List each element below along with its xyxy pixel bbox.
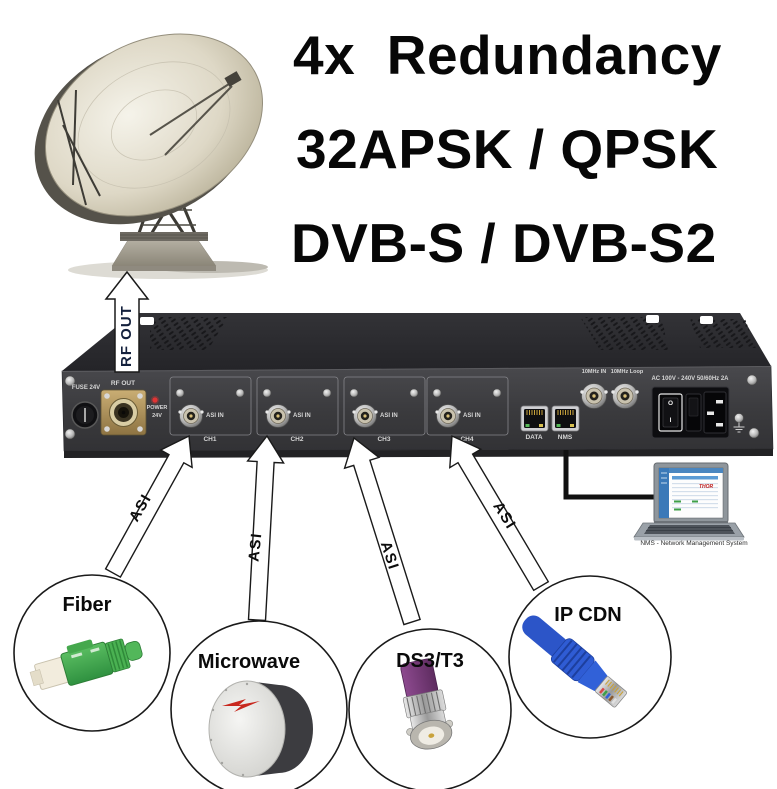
rack-ear-hole (763, 318, 775, 326)
rack-ear-hole (140, 317, 154, 325)
modulator-device (61, 313, 775, 458)
power-led-voltage-label: 24V (152, 413, 162, 419)
asi-arrow-ipcdn (449, 434, 550, 592)
source-label-microwave: Microwave (197, 651, 301, 673)
asi-arrow-fiber (104, 434, 193, 579)
ac-rating-label: AC 100V - 240V 50/60Hz 2A (651, 376, 729, 382)
rf-out-arrow (104, 270, 150, 373)
asi-in-label-ch4: ASI IN (463, 413, 481, 419)
channel-module-2 (256, 376, 339, 436)
asi-bnc-connector (265, 404, 291, 428)
nms-port (551, 405, 580, 432)
panel-screw (64, 374, 760, 440)
asi-in-label-ch1: ASI IN (206, 413, 224, 419)
asi-in-label-ch3: ASI IN (380, 413, 398, 419)
nms-cable (563, 450, 657, 500)
channel-modules (169, 376, 509, 436)
fuse-holder (71, 401, 99, 429)
fiber-connector-icon (29, 638, 143, 690)
data-port (520, 405, 549, 432)
channel-label-ch1: CH1 (203, 436, 217, 443)
ref-loop-bnc (611, 383, 639, 409)
antenna-logo (222, 699, 260, 712)
nms-laptop (633, 462, 745, 541)
source-label-ds3: DS3/T3 (396, 650, 464, 672)
bnc-connector-icon (400, 658, 454, 750)
channel-module-3 (343, 376, 426, 436)
channel-module-1 (169, 376, 252, 436)
headline-line-3: DVB-S / DVB-S2 (291, 212, 717, 274)
power-led-label: POWER (146, 405, 168, 411)
rf-out-connector (100, 389, 147, 436)
fuse-label: FUSE 24V (71, 385, 101, 391)
asi-bnc-connector (435, 404, 461, 428)
source-label-fiber: Fiber (62, 594, 112, 616)
nms-caption: NMS - Network Management System (640, 540, 748, 547)
asi-bnc-connector (352, 404, 378, 428)
ethernet-cable-icon (522, 615, 628, 708)
power-led (150, 395, 160, 405)
microwave-antenna-icon (208, 680, 313, 778)
headline-line-2: 32APSK / QPSK (296, 118, 719, 180)
channel-label-ch3: CH3 (377, 436, 391, 443)
ac-inlet-module (651, 386, 730, 439)
power-switch-on-label: I (669, 417, 672, 424)
channel-module-4 (426, 376, 509, 436)
nms-screen-brand: THOR (699, 484, 714, 490)
rack-ear-hole (646, 315, 659, 323)
data-port-label: DATA (525, 434, 543, 441)
asi-arrow-ds3 (343, 436, 421, 626)
nms-port-label: NMS (557, 434, 573, 441)
satellite-dish (34, 33, 268, 279)
ground-screw (733, 413, 745, 433)
ref-loop-label: 10MHz Loop (610, 369, 644, 375)
channel-label-ch4: CH4 (460, 436, 474, 443)
headline-line-1: 4x Redundancy (293, 24, 722, 86)
nms-screen-sidebar (659, 468, 669, 518)
ref-in-bnc (580, 383, 608, 409)
ref-in-label: 10MHz IN (581, 369, 607, 375)
rf-out-port-label: RF OUT (110, 380, 136, 387)
asi-in-label-ch2: ASI IN (293, 413, 311, 419)
channel-label-ch2: CH2 (290, 436, 304, 443)
iec-inlet (703, 391, 727, 434)
asi-bnc-connector (178, 404, 204, 428)
asi-arrow-microwave (246, 434, 285, 622)
rack-ear-hole (700, 316, 713, 324)
power-switch-off-label: O (667, 400, 674, 407)
source-label-ipcdn: IP CDN (554, 604, 622, 626)
